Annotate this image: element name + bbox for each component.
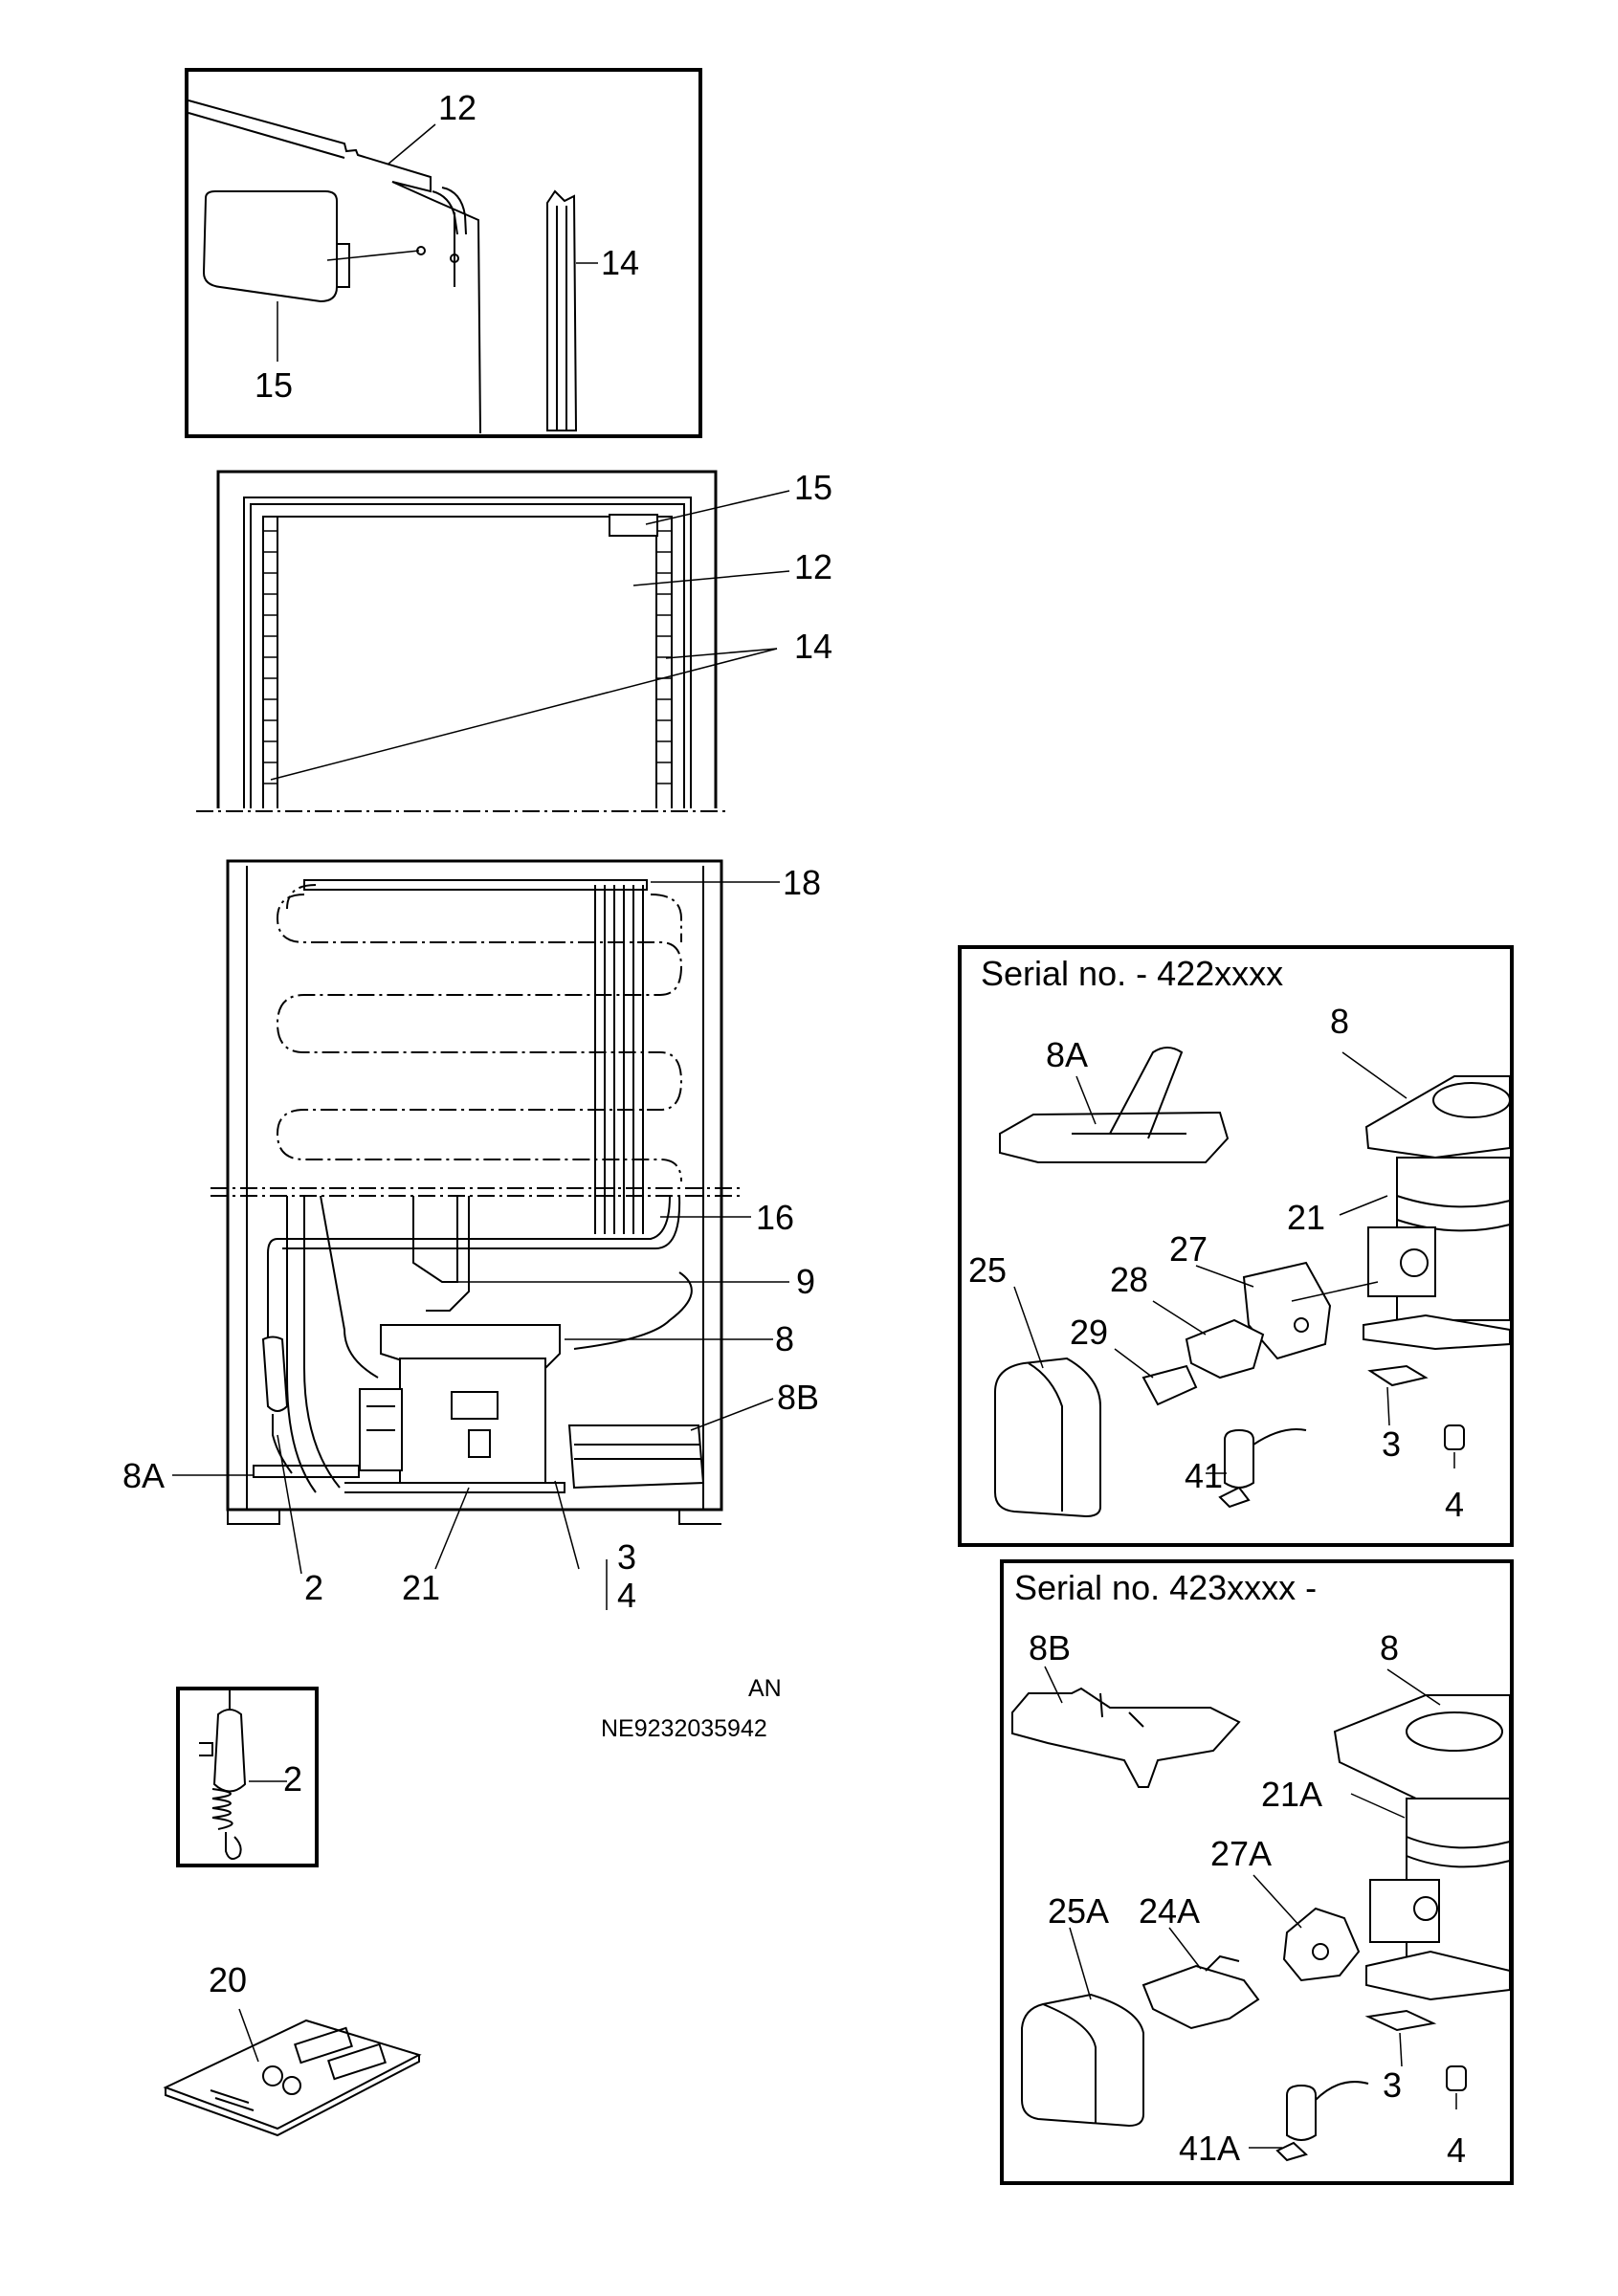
label-2: 2 xyxy=(304,1568,323,1607)
serial-422-header: Serial no. - 422xxxx xyxy=(981,954,1283,993)
drawing-code-line1: AN xyxy=(748,1675,782,1702)
label-18: 18 xyxy=(783,863,821,902)
label-15-front: 15 xyxy=(794,468,832,507)
label-8-423: 8 xyxy=(1380,1628,1399,1667)
manual-view: 20 xyxy=(163,1960,422,2137)
label-3-423: 3 xyxy=(1383,2065,1402,2105)
label-28-422: 28 xyxy=(1110,1260,1148,1299)
label-20: 20 xyxy=(209,1960,247,1999)
label-12-front: 12 xyxy=(794,547,832,586)
label-4-423: 4 xyxy=(1447,2130,1466,2170)
label-21a-423: 21A xyxy=(1261,1775,1322,1814)
label-16: 16 xyxy=(756,1198,794,1237)
label-21: 21 xyxy=(402,1568,440,1607)
serial-423-header: Serial no. 423xxxx - xyxy=(1014,1568,1317,1607)
cabinet-rear-view: 18 16 9 8 8B 8A 2 21 3 4 xyxy=(122,859,821,1615)
label-12: 12 xyxy=(438,88,477,127)
serial-423-view: Serial no. 423xxxx - xyxy=(1000,1559,1514,2185)
label-15: 15 xyxy=(255,365,293,405)
label-14: 14 xyxy=(601,243,639,282)
door-front-view: 15 12 14 xyxy=(196,468,832,812)
label-41a-423: 41A xyxy=(1179,2129,1240,2168)
thermostat-detail-view: 2 xyxy=(176,1687,319,1867)
label-4: 4 xyxy=(617,1576,636,1615)
drawing-code-line2: NE9232035942 xyxy=(601,1715,767,1742)
label-8b-423: 8B xyxy=(1029,1628,1071,1667)
door-detail-view: 12 14 15 xyxy=(185,68,702,438)
label-9: 9 xyxy=(796,1262,815,1301)
label-25-422: 25 xyxy=(968,1250,1007,1290)
label-2-detail: 2 xyxy=(283,1759,302,1799)
label-41-422: 41 xyxy=(1185,1456,1223,1495)
label-4-422: 4 xyxy=(1445,1485,1464,1524)
label-8: 8 xyxy=(775,1319,794,1358)
label-3: 3 xyxy=(617,1537,636,1577)
label-3-422: 3 xyxy=(1382,1424,1401,1464)
label-24a-423: 24A xyxy=(1139,1891,1200,1931)
label-8-422: 8 xyxy=(1330,1002,1349,1041)
label-14-front: 14 xyxy=(794,627,832,666)
label-8b: 8B xyxy=(777,1378,819,1417)
label-25a-423: 25A xyxy=(1048,1891,1109,1931)
label-8a: 8A xyxy=(122,1456,165,1495)
serial-422-view: Serial no. - 422xxxx xyxy=(958,945,1514,1547)
label-21-422: 21 xyxy=(1287,1198,1325,1237)
label-27-422: 27 xyxy=(1169,1229,1208,1269)
label-8a-422: 8A xyxy=(1046,1035,1088,1074)
label-29-422: 29 xyxy=(1070,1313,1108,1352)
label-27a-423: 27A xyxy=(1210,1834,1272,1873)
